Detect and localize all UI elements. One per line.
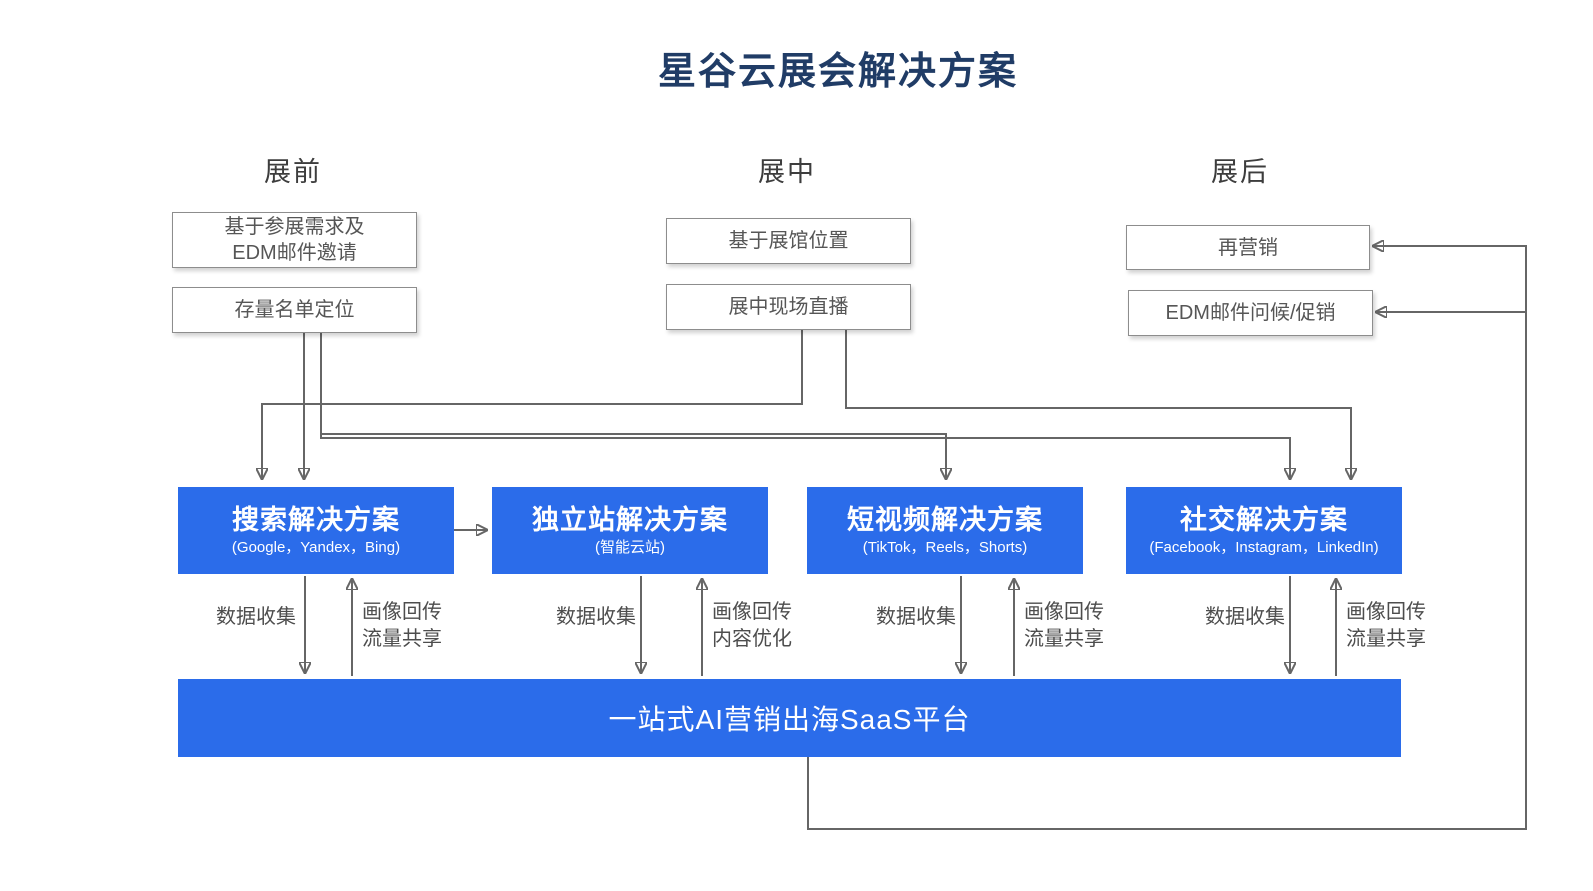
box-venue-location: 基于展馆位置: [666, 218, 911, 264]
label-line: 画像回传: [362, 601, 442, 623]
arrow-live-stream-to-social: [845, 328, 1351, 478]
box-inventory-list-targeting: 存量名单定位: [172, 287, 417, 333]
box-line: 存量名单定位: [234, 299, 355, 321]
box-edm-greeting-promotion: EDM邮件问候/促销: [1128, 290, 1373, 336]
arrow-inventory-list-to-social: [320, 333, 1290, 478]
phase-header-pre-show: 展前: [264, 157, 322, 187]
label-feedback-4: 画像回传 流量共享: [1346, 599, 1456, 653]
platform-bar: 一站式AI营销出海SaaS平台: [178, 679, 1401, 757]
label-line: 画像回传: [712, 601, 792, 623]
solution-title: 短视频解决方案: [847, 505, 1043, 535]
label-data-collection-3: 数据收集: [876, 606, 956, 628]
phase-header-during-show: 展中: [758, 157, 816, 187]
label-data-collection-4: 数据收集: [1205, 606, 1285, 628]
label-line: 画像回传: [1346, 601, 1426, 623]
solution-search: 搜索解决方案 (Google，Yandex，Bing): [178, 487, 454, 574]
solution-short-video: 短视频解决方案 (TikTok，Reels，Shorts): [807, 487, 1083, 574]
solution-subtitle: (Google，Yandex，Bing): [231, 539, 401, 556]
box-line: EDM邮件问候/促销: [1165, 302, 1336, 324]
label-line: 内容优化: [712, 628, 792, 650]
solution-title: 搜索解决方案: [232, 505, 400, 535]
box-exhibit-demand-edm-invite: 基于参展需求及 EDM邮件邀请: [172, 212, 417, 268]
box-line: 基于参展需求及: [224, 216, 365, 238]
label-line: 画像回传: [1024, 601, 1104, 623]
box-live-streaming: 展中现场直播: [666, 284, 911, 330]
solution-subtitle: (Facebook，Instagram，LinkedIn): [1149, 539, 1379, 556]
label-data-collection-1: 数据收集: [216, 606, 296, 628]
label-line: 流量共享: [1346, 628, 1426, 650]
solution-title: 独立站解决方案: [532, 505, 728, 535]
box-line: 展中现场直播: [728, 296, 849, 318]
label-feedback-3: 画像回传 流量共享: [1024, 599, 1134, 653]
phase-header-post-show: 展后: [1211, 157, 1269, 187]
box-line: 基于展馆位置: [728, 230, 849, 252]
label-line: 流量共享: [1024, 628, 1104, 650]
label-feedback-1: 画像回传 流量共享: [362, 599, 472, 653]
label-data-collection-2: 数据收集: [556, 606, 636, 628]
solution-independent-website: 独立站解决方案 (智能云站): [492, 487, 768, 574]
solution-subtitle: (智能云站): [595, 539, 665, 556]
label-line: 流量共享: [362, 628, 442, 650]
solution-social: 社交解决方案 (Facebook，Instagram，LinkedIn): [1126, 487, 1402, 574]
box-line: 再营销: [1218, 236, 1278, 259]
solution-subtitle: (TikTok，Reels，Shorts): [862, 539, 1028, 556]
box-line: EDM邮件邀请: [232, 242, 357, 264]
arrow-platform-to-remarketing: [807, 246, 1527, 830]
box-remarketing: 再营销: [1126, 225, 1370, 270]
page-title: 星谷云展会解决方案: [657, 51, 1018, 93]
arrow-live-stream-to-search: [262, 328, 803, 478]
label-feedback-2: 画像回传 内容优化: [712, 599, 822, 653]
solution-title: 社交解决方案: [1180, 505, 1348, 535]
